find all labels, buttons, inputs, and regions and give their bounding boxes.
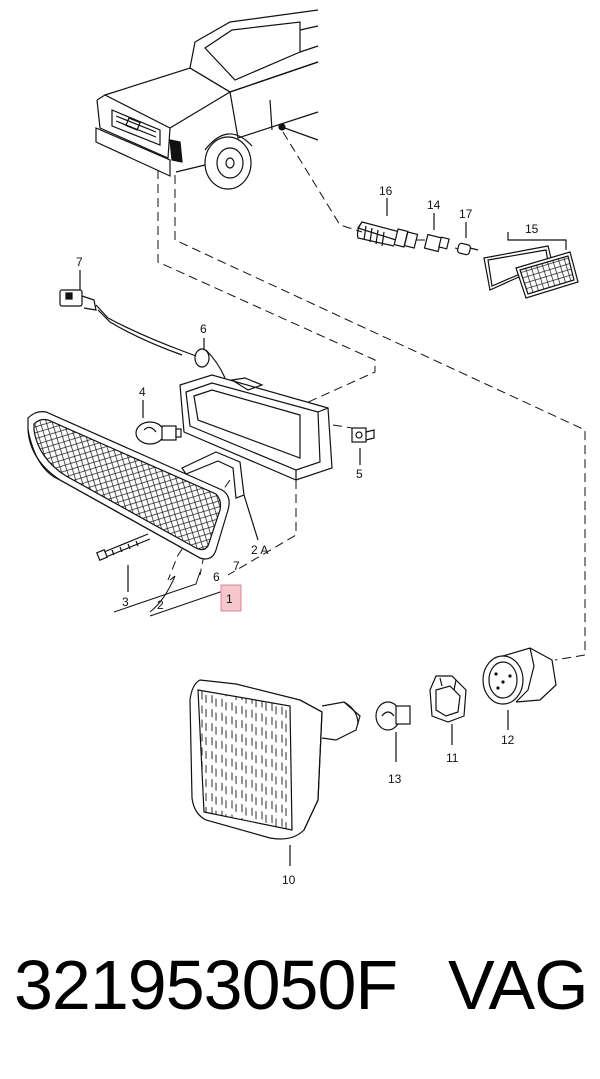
car-illustration (95, 9, 319, 190)
part-number: 321953050F (14, 946, 398, 1024)
part-2-housing (179, 374, 333, 541)
callout-6-bottom: 6 (213, 570, 220, 584)
callout-16: 16 (379, 184, 393, 198)
part-15-side-marker (483, 232, 579, 299)
part-16-holder (356, 198, 419, 249)
brand-name: VAG (448, 946, 589, 1024)
callout-5: 5 (356, 467, 363, 481)
callout-13: 13 (388, 772, 402, 786)
callout-brackets (113, 571, 227, 617)
highlight-box-part-1 (220, 584, 242, 612)
callout-7-top: 7 (76, 255, 83, 269)
part-4-bulb (135, 400, 182, 445)
part-6-grommet (194, 338, 226, 379)
callout-2: 2 (157, 598, 164, 612)
callout-10: 10 (282, 873, 296, 887)
parts-exploded-diagram: 7 6 4 5 2 A 7 6 1 3 2 16 14 17 15 12 11 … (27, 9, 586, 887)
callout-14: 14 (427, 198, 441, 212)
callout-17: 17 (459, 207, 473, 221)
part-13-bulb (375, 701, 411, 762)
callout-labels: 7 6 4 5 2 A 7 6 1 3 2 16 14 17 15 12 11 … (76, 184, 539, 887)
part-14-socket (423, 213, 450, 253)
part-5-clip (351, 427, 375, 465)
part-1-lens (27, 411, 230, 560)
callout-11: 11 (446, 751, 459, 765)
part-12-boot (482, 647, 557, 730)
callout-15: 15 (525, 222, 539, 236)
callout-3: 3 (122, 595, 129, 609)
callout-2a: 2 A (251, 543, 268, 557)
part-10-indicator-lens (189, 679, 361, 866)
part-3-screw (96, 533, 151, 592)
callout-12: 12 (501, 733, 515, 747)
callout-6-top: 6 (200, 322, 207, 336)
part-11-socket (429, 675, 467, 745)
part-17-bulb (457, 222, 479, 256)
part-7-connector (59, 270, 197, 357)
callout-7-bottom: 7 (233, 559, 240, 573)
callout-4: 4 (139, 385, 146, 399)
callout-1: 1 (226, 592, 233, 606)
